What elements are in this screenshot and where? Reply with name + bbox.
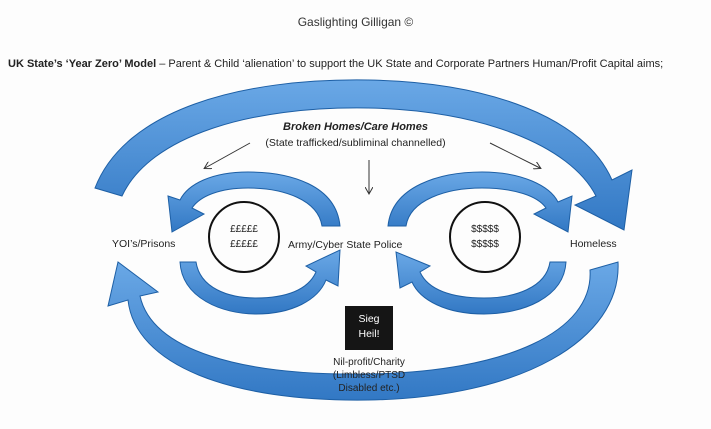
left-money-circle — [208, 201, 280, 273]
node-army-cyber-police: Army/Cyber State Police — [288, 239, 403, 251]
pound-row: £££££ — [230, 224, 258, 235]
box-line: Sieg — [358, 313, 380, 325]
broken-homes-title: Broken Homes/Care Homes — [283, 121, 428, 133]
node-homeless: Homeless — [570, 238, 617, 250]
nil-profit-charity-label: Nil-profit/Charity (Limbless/PTSD Disabl… — [305, 356, 433, 395]
pointer-left-arrow — [205, 142, 251, 168]
bottom-line: Nil-profit/Charity — [333, 357, 405, 368]
box-line: Heil! — [358, 328, 380, 340]
sieg-heil-box: Sieg Heil! — [345, 306, 393, 350]
pound-symbols: £££££ £££££ — [204, 222, 284, 252]
dollar-symbols: $$$$$ $$$$$ — [445, 222, 525, 252]
bottom-line: Disabled etc.) — [338, 383, 400, 394]
outer-top-arc-arrow — [94, 79, 633, 231]
model-heading-text: – Parent & Child ‘alienation’ to support… — [156, 58, 664, 70]
pound-row: £££££ — [230, 239, 258, 250]
right-ring-lower-arrow — [395, 251, 567, 315]
right-ring-upper-arrow — [387, 171, 573, 233]
dollar-row: $$$$$ — [471, 224, 499, 235]
left-ring-lower-arrow — [179, 249, 341, 315]
document-title: Gaslighting Gilligan © — [297, 15, 414, 29]
bottom-line: (Limbless/PTSD — [332, 370, 406, 381]
node-yoi-prisons: YOI’s/Prisons — [112, 238, 176, 250]
pointer-right-arrow — [489, 142, 540, 168]
outer-bottom-arc-arrow — [107, 261, 619, 401]
model-heading: UK State’s ‘Year Zero’ Model – Parent & … — [8, 58, 663, 70]
dollar-row: $$$$$ — [471, 239, 499, 250]
left-ring-upper-arrow — [167, 171, 341, 233]
model-heading-bold: UK State’s ‘Year Zero’ Model — [8, 58, 157, 70]
right-money-circle — [449, 201, 521, 273]
broken-homes-subtitle: (State trafficked/subliminal channelled) — [265, 137, 446, 149]
